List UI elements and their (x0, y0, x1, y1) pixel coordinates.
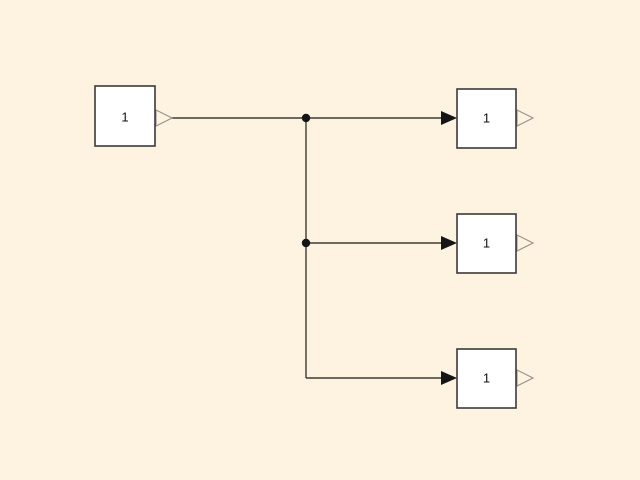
output-port-layer (155, 109, 535, 387)
junction-top[interactable] (301, 113, 311, 123)
outport-bottom-icon[interactable] (516, 369, 535, 387)
source-block-rect[interactable] (94, 85, 156, 147)
outport-top-icon[interactable] (516, 109, 535, 127)
source-block-label: 1 (121, 109, 128, 124)
outport-source-icon[interactable] (155, 109, 174, 127)
arrowhead-layer (441, 111, 457, 385)
block-sink-top[interactable]: 1 (456, 88, 517, 149)
sink-block-top-rect[interactable] (456, 88, 517, 149)
arrowhead-bottom (441, 371, 457, 385)
sink-block-bottom-rect[interactable] (456, 348, 517, 409)
block-sink-bottom[interactable]: 1 (456, 348, 517, 409)
junction-layer (301, 113, 311, 248)
outport-middle-icon[interactable] (516, 234, 535, 252)
sink-block-middle-rect[interactable] (456, 213, 517, 274)
sink-block-top-label: 1 (483, 110, 490, 125)
block-source[interactable]: 1 (94, 85, 156, 147)
sink-block-middle-label: 1 (483, 235, 490, 250)
wire-layer (164, 117, 453, 379)
sink-block-bottom-label: 1 (483, 370, 490, 385)
arrowhead-top (441, 111, 457, 125)
junction-middle[interactable] (301, 238, 311, 248)
arrowhead-middle (441, 236, 457, 250)
block-sink-middle[interactable]: 1 (456, 213, 517, 274)
